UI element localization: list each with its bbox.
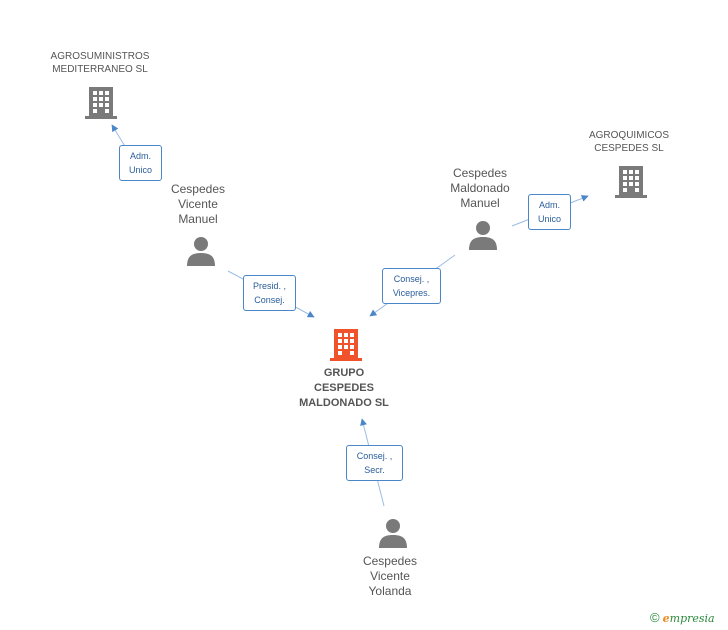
- maldonado-manuel-label-line-3: Manuel: [460, 196, 500, 210]
- vicente-manuel-label-line-1: Cespedes: [170, 182, 226, 196]
- main-company-label-line-3: MALDONADO SL: [299, 397, 389, 409]
- vicente-yolanda-label-line-3: Yolanda: [368, 584, 412, 598]
- role-consej-vicepres[interactable]: Consej. , Vicepres.: [382, 268, 441, 304]
- agrosum-company-label[interactable]: AGROSUMINISTROS MEDITERRANEO SL: [40, 50, 160, 76]
- brand-logo-rest: mpresia: [669, 612, 715, 625]
- vicente-yolanda-person-icon[interactable]: [378, 518, 408, 548]
- vicente-yolanda-label-line-1: Cespedes: [362, 554, 418, 568]
- copyright-icon: ©: [650, 610, 660, 625]
- role-consej-vicepres-line-2: Vicepres.: [392, 288, 431, 298]
- role-consej-secr-line-2: Secr.: [364, 465, 385, 475]
- agroquim-label-line-2: CESPEDES SL: [594, 143, 664, 154]
- role-consej-vicepres-line-1: Consej. ,: [393, 274, 430, 284]
- agrosum-label-line-2: MEDITERRANEO SL: [52, 64, 148, 75]
- vicente-manuel-label-line-3: Manuel: [178, 212, 218, 226]
- role-presid-consej[interactable]: Presid. , Consej.: [243, 275, 296, 311]
- agroquim-company-label[interactable]: AGROQUIMICOS CESPEDES SL: [569, 129, 689, 155]
- maldonado-manuel-label-line-2: Maldonado: [450, 181, 510, 195]
- role-consej-secr[interactable]: Consej. , Secr.: [346, 445, 403, 481]
- main-company-building-icon[interactable]: [330, 327, 362, 361]
- main-company-label-line-2: CESPEDES: [314, 382, 374, 394]
- main-company-label-line-1: GRUPO: [323, 367, 365, 379]
- maldonado-manuel-person-label[interactable]: Cespedes Maldonado Manuel: [430, 166, 530, 211]
- maldonado-manuel-person-icon[interactable]: [468, 220, 498, 250]
- agrosum-building-icon[interactable]: [85, 85, 117, 119]
- agrosum-label-line-1: AGROSUMINISTROS: [50, 51, 150, 62]
- brand-logo-e: e: [662, 612, 670, 625]
- agroquim-building-icon[interactable]: [615, 164, 647, 198]
- vicente-yolanda-label-line-2: Vicente: [370, 569, 410, 583]
- main-company-label[interactable]: GRUPO CESPEDES MALDONADO SL: [284, 366, 404, 411]
- agroquim-label-line-1: AGROQUIMICOS: [588, 130, 669, 141]
- role-presid-consej-line-1: Presid. ,: [252, 281, 286, 291]
- role-presid-consej-line-2: Consej.: [254, 295, 285, 305]
- vicente-manuel-person-label[interactable]: Cespedes Vicente Manuel: [148, 182, 248, 227]
- role-consej-secr-line-1: Consej. ,: [356, 451, 393, 461]
- vicente-manuel-person-icon[interactable]: [186, 236, 216, 266]
- role-adm-unico-left[interactable]: Adm. Unico: [119, 145, 162, 181]
- footer-brand: © empresia: [650, 610, 715, 625]
- role-adm-unico-right-line-2: Unico: [537, 214, 561, 224]
- role-adm-unico-left-line-2: Unico: [128, 165, 152, 175]
- vicente-yolanda-person-label[interactable]: Cespedes Vicente Yolanda: [340, 554, 440, 599]
- role-adm-unico-right[interactable]: Adm. Unico: [528, 194, 571, 230]
- role-adm-unico-right-line-1: Adm.: [538, 200, 560, 210]
- role-adm-unico-left-line-1: Adm.: [129, 151, 151, 161]
- maldonado-manuel-label-line-1: Cespedes: [452, 166, 508, 180]
- vicente-manuel-label-line-2: Vicente: [178, 197, 218, 211]
